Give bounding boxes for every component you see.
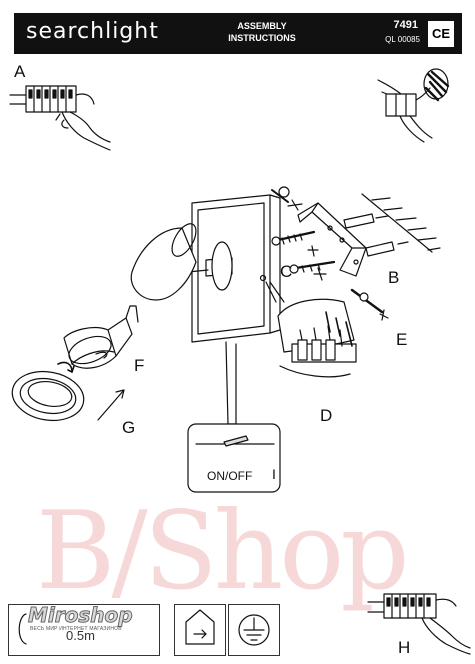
header-bar: searchlight ASSEMBLY INSTRUCTIONS 7491 Q… — [14, 13, 462, 54]
label-e: E — [396, 330, 408, 349]
title-line-1: ASSEMBLY — [237, 21, 287, 31]
spotlight-head — [130, 223, 233, 301]
distance-note-box — [8, 604, 160, 656]
mounting-bracket — [297, 202, 367, 277]
terminal-block-diagram-a — [9, 85, 111, 151]
wire-connector-diagram — [377, 68, 450, 143]
brand-logo: searchlight — [26, 19, 159, 44]
miroshop-logo: Miroshop — [28, 603, 134, 628]
earth-ground-icon — [238, 614, 270, 646]
distance-value: 0.5m — [66, 628, 95, 643]
distance-bracket-icon — [18, 613, 27, 645]
switch-mark: I — [272, 466, 276, 482]
terminal-connector-d — [265, 281, 357, 378]
glass-lens — [11, 361, 85, 422]
gu10-bulb — [63, 305, 139, 369]
switch-label: ON/OFF — [207, 469, 253, 483]
wall-plugs — [343, 193, 441, 257]
ce-mark: CE — [428, 21, 454, 47]
label-f: F — [134, 356, 145, 375]
title-line-2: INSTRUCTIONS — [228, 33, 296, 43]
terminal-block-diagram-h — [367, 593, 471, 655]
earth-ground-box — [228, 604, 280, 656]
document-code: QL 00085 — [385, 35, 420, 44]
label-c: C — [280, 262, 293, 281]
label-a: A — [14, 62, 26, 81]
screw-e — [350, 288, 389, 321]
watermark-text: B/Shop — [36, 489, 409, 614]
label-g: G — [122, 418, 136, 437]
wall-plate — [191, 194, 281, 343]
label-h: H — [398, 638, 411, 657]
screws — [271, 186, 336, 281]
switch-callout — [187, 341, 281, 493]
label-b: B — [388, 268, 400, 287]
document-title: ASSEMBLY INSTRUCTIONS — [222, 20, 302, 44]
indoor-use-box — [174, 604, 226, 656]
indoor-house-icon — [185, 609, 215, 645]
label-d: D — [320, 406, 333, 425]
arrow-g — [97, 389, 125, 421]
miroshop-tagline: ВЕСЬ МИР ИНТЕРНЕТ МАГАЗИНОВ — [30, 626, 122, 632]
model-number: 7491 — [393, 19, 418, 31]
